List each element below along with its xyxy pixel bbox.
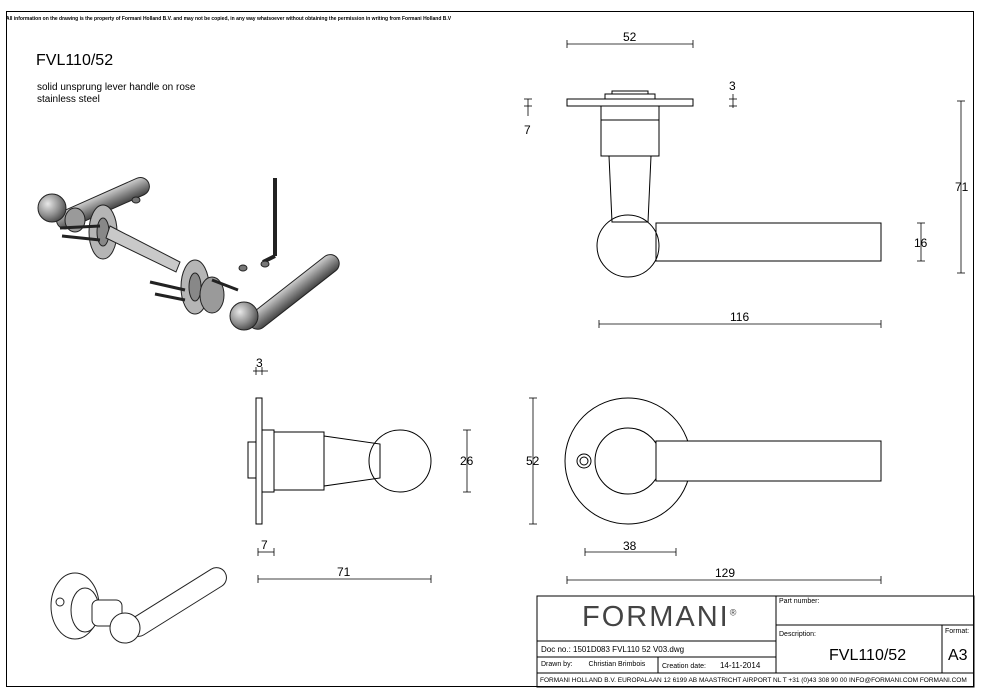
exploded-view [37,177,340,331]
dim-side-plate: 3 [256,356,263,370]
drawn-by-row: Drawn by: Christian Brimbois [541,661,646,668]
dim-top-height: 71 [955,180,969,194]
copyright-notice: All information on the drawing is the pr… [6,16,452,22]
company-footer: FORMANI HOLLAND B.V. EUROPALAAN 12 6199 … [540,677,967,684]
product-material: stainless steel [37,94,100,105]
front-view [564,397,882,525]
dim-top-width: 52 [623,30,637,44]
drawing-frame [6,11,974,687]
creation-date-row: Creation date: 14-11-2014 [662,661,761,670]
title-block-grid [536,595,975,688]
side-view [247,397,432,525]
dim-front-length: 129 [715,566,736,580]
dim-side-length: 71 [337,565,351,579]
dim-rose-diameter: 52 [526,454,540,468]
dim-inner-diameter: 38 [623,539,637,553]
formani-logo: FORMANI® [582,601,739,633]
dim-knob-diameter: 26 [460,454,474,468]
dim-top-rose: 7 [524,123,531,137]
part-number-label: Part number: [779,598,820,605]
description-label: Description: [779,631,816,638]
dimension-lines [253,40,965,584]
assembled-view [50,567,227,644]
product-description: solid unsprung lever handle on rose [37,82,196,93]
dim-top-length: 116 [730,310,750,324]
top-view [566,90,882,278]
dim-top-plate: 3 [729,79,736,93]
dim-side-rose: 7 [261,538,268,552]
dim-lever-diameter: 16 [914,236,928,250]
description-value: FVL110/52 [829,647,907,664]
format-label: Format: [945,628,970,635]
product-code: FVL110/52 [36,52,114,69]
doc-number-row: Doc no.: 1501D083 FVL110 52 V03.dwg [541,645,685,654]
format-value: A3 [948,647,968,664]
